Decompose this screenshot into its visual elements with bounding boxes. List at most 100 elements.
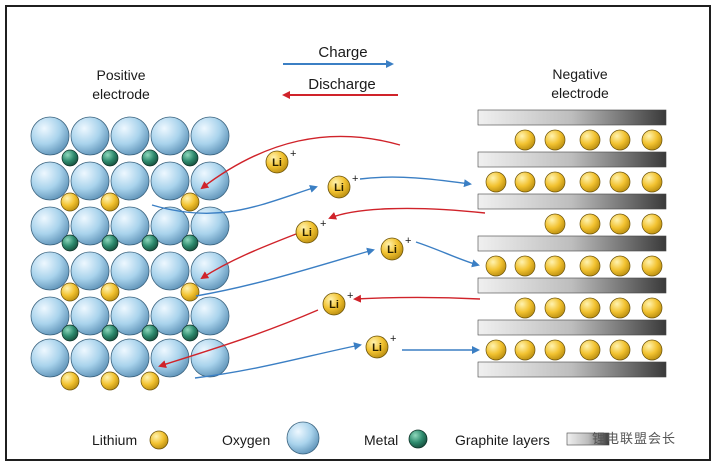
lithium-atom bbox=[514, 129, 536, 151]
lithium-atom bbox=[609, 255, 631, 277]
oxygen-atom bbox=[30, 338, 70, 378]
legend-graphite-label: Graphite layers bbox=[455, 432, 550, 448]
oxygen-atom bbox=[190, 338, 230, 378]
discharge-arrow-3a bbox=[353, 294, 481, 303]
lithium-atom bbox=[100, 192, 120, 212]
positive-electrode-title-line2: electrode bbox=[92, 86, 150, 102]
charge-arrow-2a bbox=[195, 247, 375, 297]
lithium-atom bbox=[514, 297, 536, 319]
oxygen-atom bbox=[30, 116, 70, 156]
lithium-atom bbox=[485, 339, 507, 361]
figure-border bbox=[5, 5, 711, 461]
lithium-atom bbox=[60, 371, 80, 391]
lithium-ion-charge: + bbox=[352, 173, 358, 185]
lithium-atom bbox=[514, 339, 536, 361]
legend-oxygen-swatch bbox=[286, 421, 320, 455]
lithium-atom bbox=[544, 129, 566, 151]
lithium-atom bbox=[641, 129, 663, 151]
lithium-atom bbox=[641, 297, 663, 319]
oxygen-atom bbox=[110, 206, 150, 246]
lithium-ion-sphere bbox=[365, 335, 389, 359]
lithium-ion-charge: + bbox=[347, 290, 353, 302]
lithium-atom bbox=[641, 213, 663, 235]
lithium-ion-symbol: Li bbox=[329, 299, 339, 311]
lithium-ion-sphere bbox=[295, 220, 319, 244]
lithium-atom bbox=[180, 282, 200, 302]
lithium-ion-sphere bbox=[265, 150, 289, 174]
graphite-layer bbox=[477, 151, 667, 168]
lithium-atom bbox=[544, 297, 566, 319]
negative-electrode-graphite bbox=[477, 109, 667, 378]
oxygen-atom bbox=[190, 116, 230, 156]
lithium-atom bbox=[579, 255, 601, 277]
lithium-ion-sphere bbox=[380, 237, 404, 261]
oxygen-atom bbox=[190, 161, 230, 201]
lithium-atom bbox=[641, 339, 663, 361]
discharge-label: Discharge bbox=[308, 76, 376, 93]
oxygen-atom bbox=[110, 161, 150, 201]
oxygen-atom bbox=[70, 338, 110, 378]
positive-electrode-title-line1: Positive bbox=[96, 67, 145, 83]
oxygen-atom bbox=[190, 206, 230, 246]
legend-lithium-label: Lithium bbox=[92, 432, 137, 448]
oxygen-atom bbox=[70, 296, 110, 336]
lithium-ion-symbol: Li bbox=[372, 342, 382, 354]
metal-atom bbox=[101, 234, 119, 252]
metal-atom bbox=[101, 149, 119, 167]
discharge-arrow-2a bbox=[328, 207, 486, 220]
lithium-atom bbox=[579, 129, 601, 151]
legend-lithium-swatch bbox=[149, 430, 169, 450]
charge-label: Charge bbox=[318, 44, 367, 61]
lithium-atom bbox=[140, 371, 160, 391]
lithium-atom bbox=[100, 371, 120, 391]
discharge-arrow-1 bbox=[200, 135, 401, 190]
lithium-ion: Li+ bbox=[380, 235, 411, 261]
charge-arrow-1b bbox=[359, 176, 472, 188]
graphite-layer bbox=[477, 193, 667, 210]
lithium-ion-charge: + bbox=[405, 235, 411, 247]
negative-electrode-title-line2: electrode bbox=[551, 85, 609, 101]
legend-metal-swatch bbox=[408, 429, 428, 449]
metal-atom bbox=[141, 234, 159, 252]
metal-atom bbox=[181, 234, 199, 252]
lithium-atom bbox=[609, 213, 631, 235]
charge-arrow-1 bbox=[151, 185, 318, 215]
lithium-ion: Li + bbox=[365, 333, 396, 359]
lithium-ion-symbol: Li bbox=[334, 182, 344, 194]
watermark: 锂电联盟会长 bbox=[592, 432, 677, 447]
lithium-ions-in-transit: Li+Li+Li+Li+Li+Li+ bbox=[265, 148, 411, 359]
lithium-ion-charge: + bbox=[390, 333, 396, 345]
oxygen-atom bbox=[190, 296, 230, 336]
lithium-atom bbox=[641, 171, 663, 193]
lithium-atom bbox=[485, 171, 507, 193]
lithium-atom bbox=[100, 282, 120, 302]
lithium-atom bbox=[60, 282, 80, 302]
charge-arrow-2b bbox=[415, 241, 480, 268]
lithium-ion-symbol: Li bbox=[272, 157, 282, 169]
discharge-arrow-2b bbox=[200, 233, 297, 280]
lithium-ion-sphere bbox=[322, 292, 346, 316]
lithium-atom bbox=[609, 339, 631, 361]
oxygen-atom bbox=[150, 116, 190, 156]
graphite-layer bbox=[477, 109, 667, 126]
graphite-layer bbox=[477, 235, 667, 252]
metal-atom bbox=[141, 324, 159, 342]
lithium-ion-charge: + bbox=[290, 148, 296, 160]
lithium-ion: Li + bbox=[265, 148, 296, 174]
oxygen-atom bbox=[30, 296, 70, 336]
oxygen-atom bbox=[150, 161, 190, 201]
lithium-atom bbox=[485, 255, 507, 277]
oxygen-atom bbox=[70, 206, 110, 246]
oxygen-atom bbox=[110, 116, 150, 156]
legend-oxygen-label: Oxygen bbox=[222, 432, 270, 448]
negative-electrode-title-line1: Negative bbox=[552, 66, 607, 82]
metal-atom bbox=[181, 149, 199, 167]
metal-atom bbox=[61, 149, 79, 167]
oxygen-atom bbox=[70, 251, 110, 291]
lithium-atom bbox=[544, 255, 566, 277]
metal-atom bbox=[61, 324, 79, 342]
lithium-atom bbox=[579, 339, 601, 361]
lithium-atom bbox=[609, 297, 631, 319]
